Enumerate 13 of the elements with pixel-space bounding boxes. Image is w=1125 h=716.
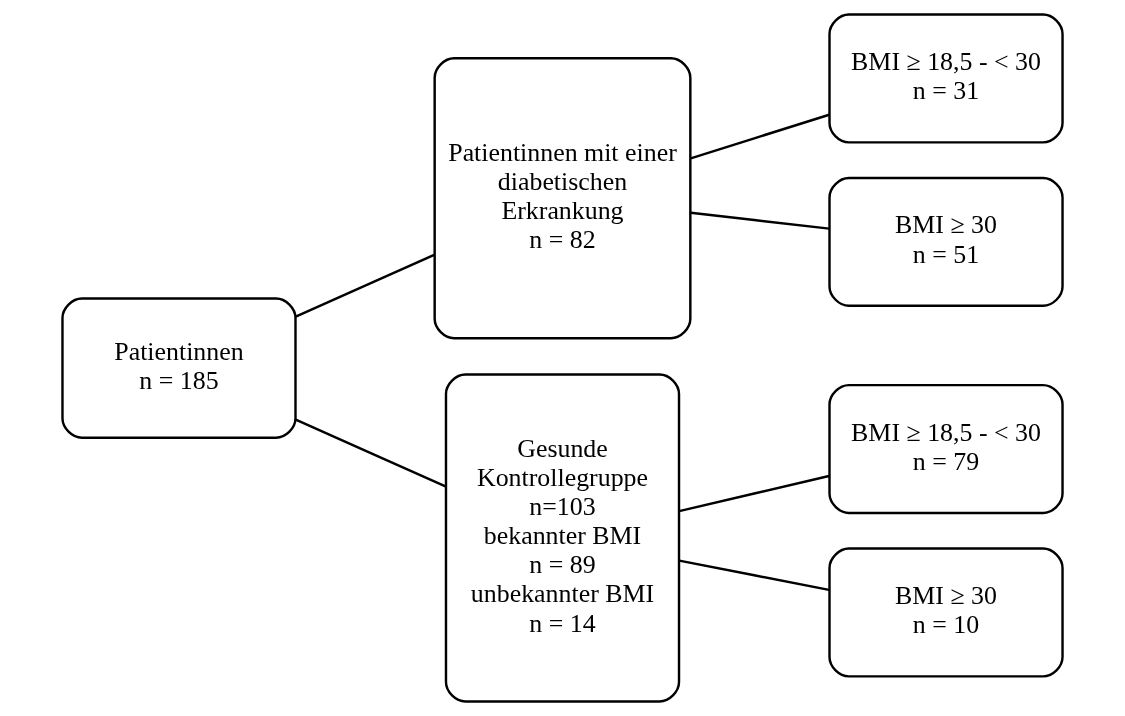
connector: [678, 474, 830, 513]
node-box: BMI ≥ 18,5 - < 30 n = 79: [828, 383, 1064, 515]
connector: [295, 418, 446, 488]
node-box: BMI ≥ 18,5 - < 30 n = 31: [828, 13, 1064, 144]
connector: [679, 559, 830, 592]
node-box: Patientinnen n = 185: [61, 297, 297, 439]
connector: [690, 113, 830, 160]
connector: [690, 211, 830, 230]
connector: [295, 253, 435, 318]
node-box: BMI ≥ 30 n = 10: [828, 547, 1064, 678]
node-box: Gesunde Kontrollegruppe n=103 bekannter BMI n = 89 unbekannter BMI n = 14: [444, 373, 681, 703]
node-box: BMI ≥ 30 n = 51: [828, 176, 1064, 308]
node-box: Patientinnen mit einer diabetischen Erkrankung n = 82: [433, 57, 692, 340]
